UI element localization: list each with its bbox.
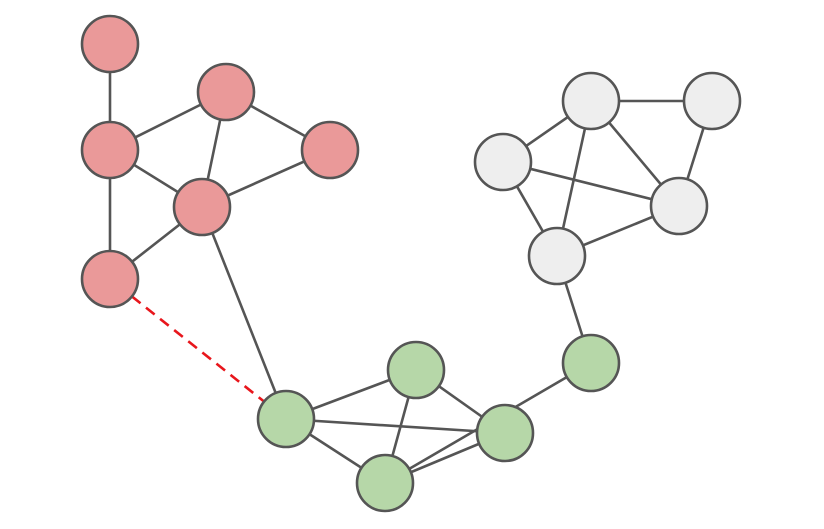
node-gray-w2 [682,71,742,131]
node-green-g2 [386,340,446,400]
node-red-r3 [196,62,256,122]
edge-w3-w4 [501,160,681,208]
node-green-g1 [256,389,316,449]
node-red-r1 [80,14,140,74]
edge-g1-g4 [284,417,507,435]
node-layer [80,14,742,513]
node-green-g5 [561,333,621,393]
node-red-r5 [300,120,360,180]
node-gray-w5 [527,226,587,286]
edge-r6-g1-dashed [131,295,265,403]
node-gray-w3 [473,132,533,192]
node-gray-w4 [649,176,709,236]
edge-layer [108,42,714,485]
node-red-r6 [80,249,140,309]
edge-r4-g1 [200,205,288,421]
node-gray-w1 [561,71,621,131]
node-green-g4 [475,403,535,463]
node-red-r2 [80,120,140,180]
node-green-g3 [355,453,415,513]
node-red-r4 [172,177,232,237]
